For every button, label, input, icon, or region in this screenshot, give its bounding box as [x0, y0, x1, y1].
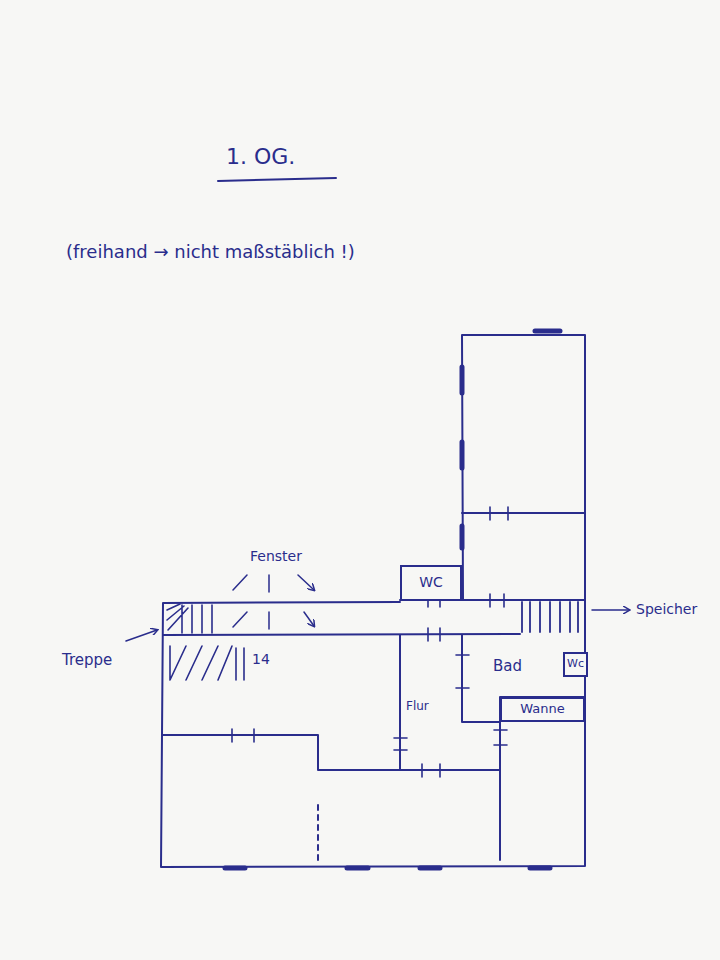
room-text: WC [419, 575, 443, 590]
room-text: Wanne [520, 702, 564, 716]
dashed-opening [317, 805, 319, 865]
attic-stair-treads [522, 602, 578, 632]
wc-room: WC [400, 565, 462, 601]
stair-label: Treppe [62, 652, 112, 669]
inner-wall [163, 635, 585, 860]
bathtub: Wanne [500, 697, 585, 722]
window-marks [225, 331, 560, 868]
room-text: Wc [567, 658, 584, 670]
window-arrows [233, 575, 314, 592]
outer-wall [161, 335, 585, 867]
room-label: Bad [493, 658, 522, 675]
stair-arrow [126, 630, 157, 641]
attic-label: Speicher [636, 601, 697, 617]
title-underline [218, 178, 336, 181]
stair-hatching [170, 646, 244, 680]
window-label: Fenster [250, 548, 302, 564]
room-label: Flur [406, 700, 429, 714]
door-ticks [232, 507, 508, 777]
corridor-wall [163, 634, 520, 635]
stair-treads [167, 604, 212, 633]
note: (freihand → nicht maßstäblich !) [66, 242, 355, 263]
toilet-symbol: Wc [563, 652, 588, 677]
window-arrows-inner [233, 612, 314, 629]
step-count: 14 [252, 651, 270, 667]
tower-divider [462, 512, 585, 514]
attic-arrow [592, 609, 629, 611]
plan-title: 1. OG. [226, 144, 295, 169]
